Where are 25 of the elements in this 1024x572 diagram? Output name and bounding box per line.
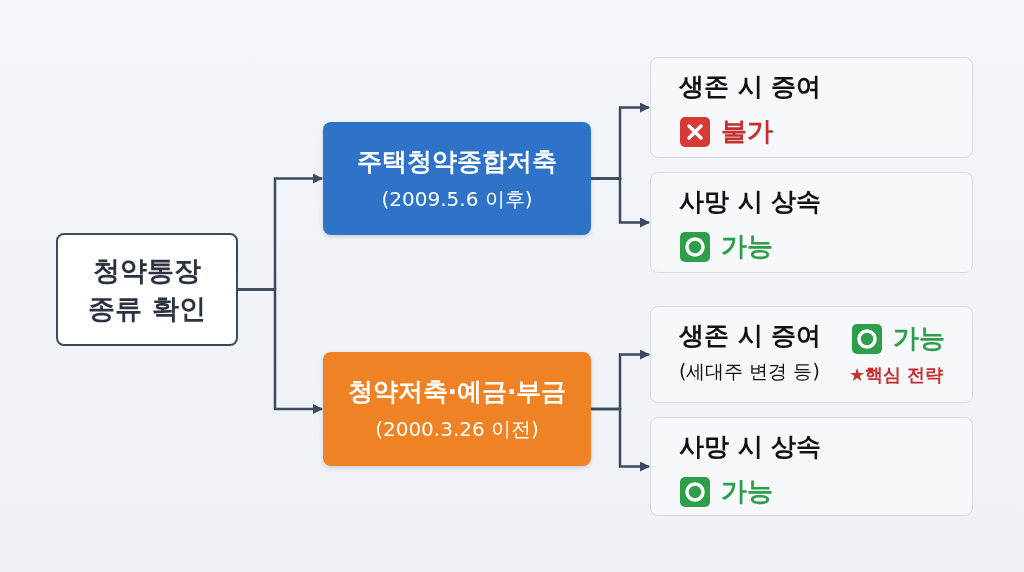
card-title: 사망 시 상속 [679, 431, 822, 463]
card-title: 사망 시 상속 [679, 186, 822, 218]
arrow [591, 407, 650, 472]
result-card [650, 172, 973, 273]
date-note: (2000.3.26 이전) [375, 416, 539, 443]
status-text: 불가 [721, 115, 773, 148]
result-card [650, 57, 973, 158]
date-note: (2009.5.6 이후) [381, 185, 533, 213]
card-title: 생존 시 증여 [679, 71, 822, 103]
card-title: 생존 시 증여 [679, 320, 822, 352]
category-box [323, 352, 591, 466]
status-text: 가능 [721, 475, 773, 508]
box-title: 청약저축·예금·부금 [347, 376, 567, 408]
category-box [323, 122, 591, 235]
box-title: 주택청약종합저축 [357, 145, 557, 178]
result-card [650, 417, 973, 516]
start-box [56, 233, 238, 346]
status-text: 가능 [721, 230, 773, 263]
box-title: 청약통장 종류 확인 [87, 253, 207, 326]
result-card [650, 306, 973, 403]
highlight-note: ★핵심 전략 [849, 363, 944, 387]
arrow [591, 177, 650, 228]
card-note: (세대주 변경 등) [679, 359, 820, 384]
arrow [238, 288, 323, 414]
status-text: 가능 [893, 322, 945, 355]
